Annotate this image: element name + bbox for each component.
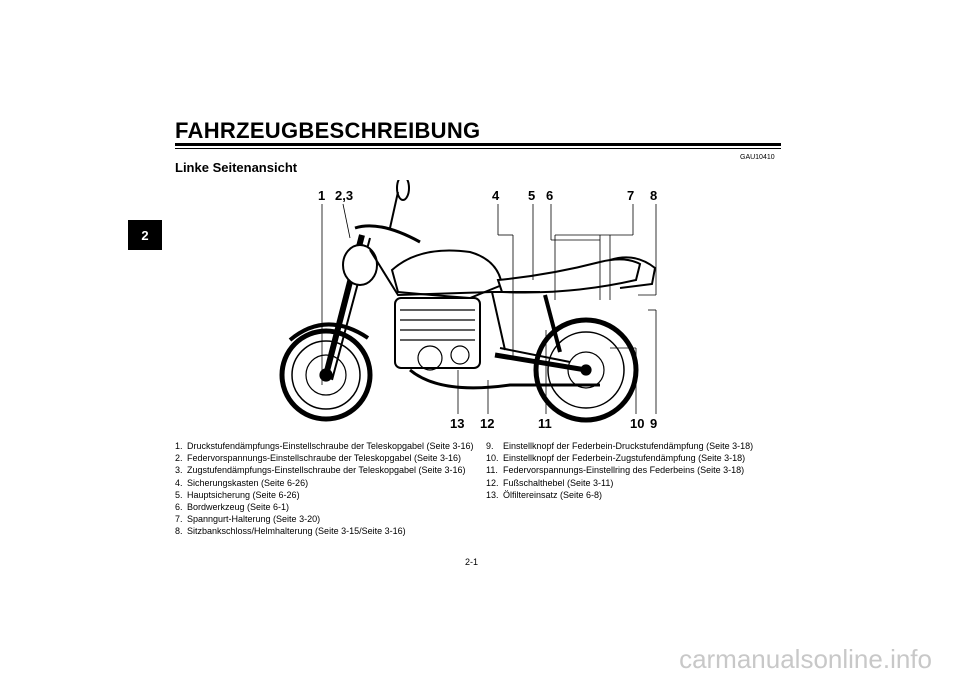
title-rule-thick [175,143,781,146]
callout-7: 7 [627,188,634,203]
legend-item: 6.Bordwerkzeug (Seite 6-1) [175,502,290,513]
title-rule-thin [175,148,781,149]
legend-item: 13.Ölfiltereinsatz (Seite 6-8) [486,489,603,500]
legend-item: 7.Spanngurt-Halterung (Seite 3-20) [175,514,321,525]
legend-item: 8.Sitzbankschloss/Helmhalterung (Seite 3… [175,526,406,537]
legend-item: 4.Sicherungskasten (Seite 6-26) [175,477,309,488]
page-title: FAHRZEUGBESCHREIBUNG [175,118,481,143]
legend-item: 5.Hauptsicherung (Seite 6-26) [175,489,300,500]
callout-8: 8 [650,188,657,203]
callout-6: 6 [546,188,553,203]
legend-item: 11.Federvorspannungs-Einstellring des Fe… [486,465,745,476]
motorcycle-illustration: 1 2,3 4 5 6 7 8 13 12 11 10 9 [279,180,657,431]
callout-12: 12 [480,416,494,431]
watermark-text: carmanualsonline.info [679,643,932,674]
doc-code: GAU10410 [740,154,775,161]
callout-11: 11 [538,416,552,431]
watermark-footer: carmanualsonline.info [0,640,960,678]
section-subtitle: Linke Seitenansicht [175,160,298,175]
legend-item: 10.Einstellknopf der Federbein-Zugstufen… [486,453,746,464]
callout-2-3: 2,3 [335,188,353,203]
legend-item: 3.Zugstufendämpfungs-Einstellschraube de… [175,465,466,476]
page-number: 2-1 [465,557,479,567]
callout-13: 13 [450,416,464,431]
callout-5: 5 [528,188,535,203]
callout-4: 4 [492,188,500,203]
callout-10: 10 [630,416,644,431]
legend-item: 2.Federvorspannungs-Einstellschraube der… [175,453,461,464]
legend-right-column: 9.Einstellknopf der Federbein-Druckstufe… [486,440,786,501]
chapter-tab: 2 [128,220,162,250]
legend-item: 1.Druckstufendämpfungs-Einstellschraube … [175,441,474,451]
callout-9: 9 [650,416,657,431]
legend-item: 9.Einstellknopf der Federbein-Druckstufe… [486,441,754,451]
legend-left-column: 1.Druckstufendämpfungs-Einstellschraube … [175,440,480,538]
legend-item: 12.Fußschalthebel (Seite 3-11) [486,477,614,488]
callout-1: 1 [318,188,325,203]
